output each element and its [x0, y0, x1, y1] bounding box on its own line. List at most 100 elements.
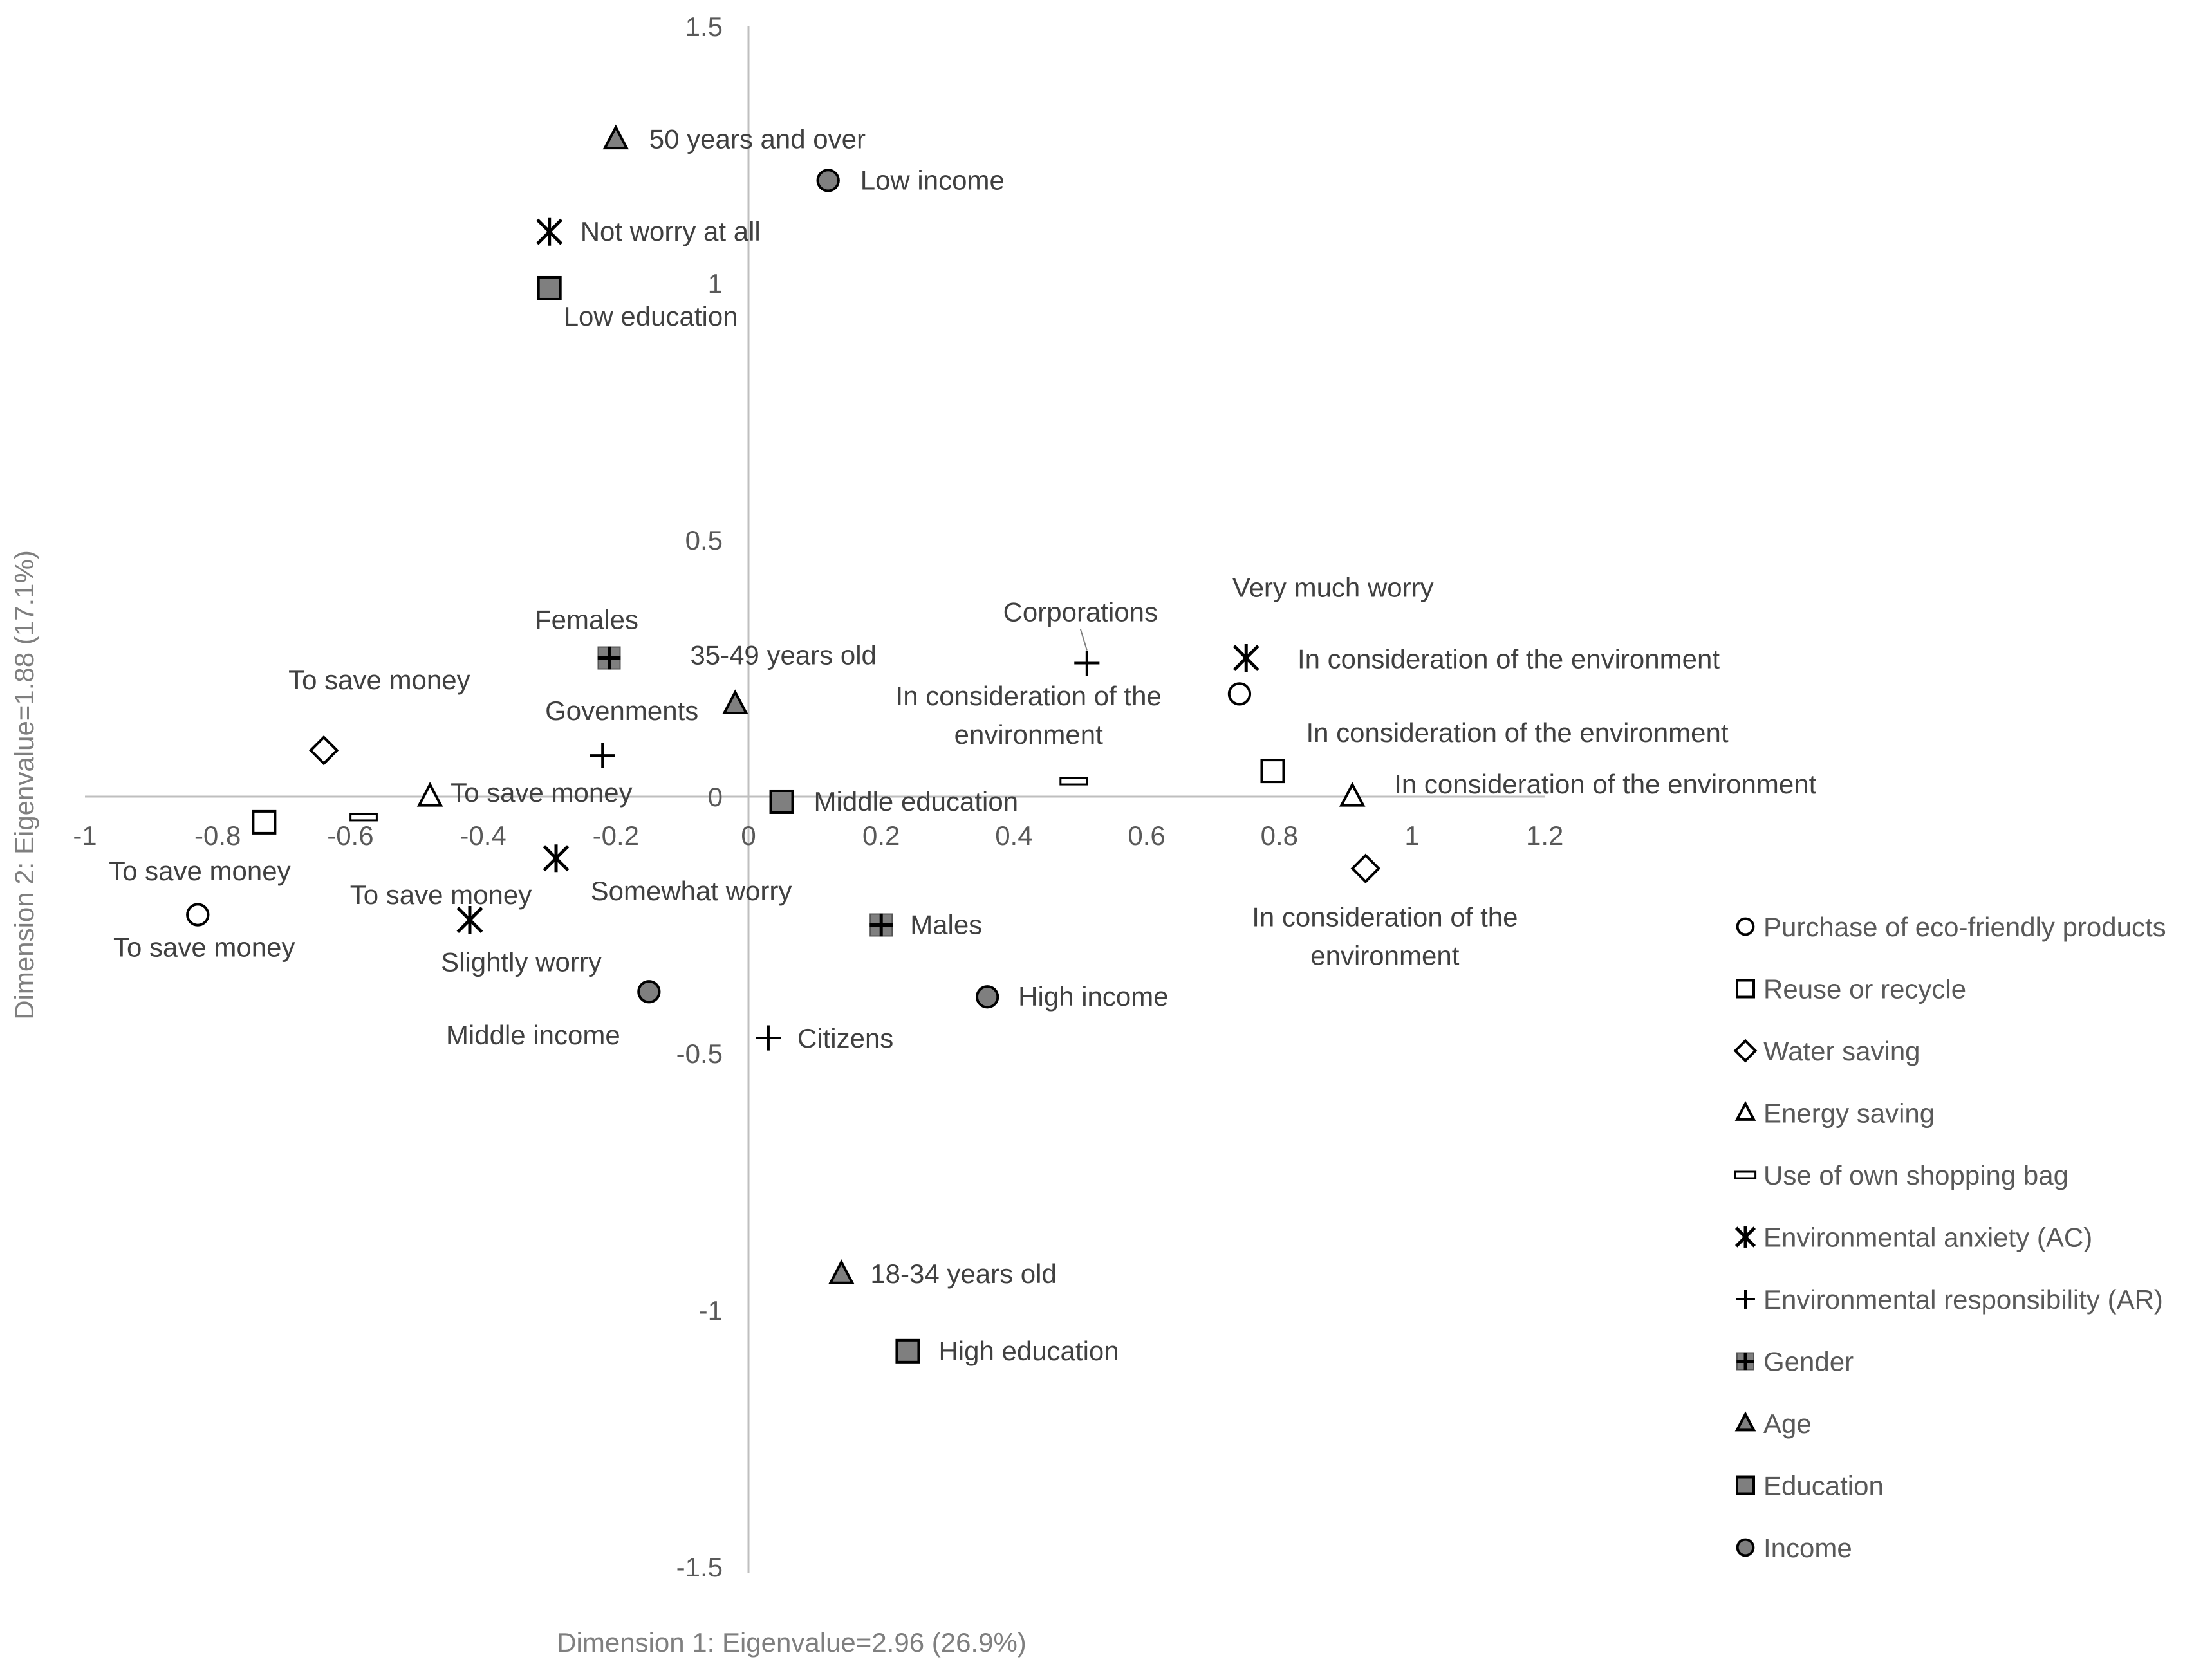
- legend-label-age: Age: [1763, 1409, 1812, 1439]
- age-point: [722, 689, 748, 714]
- point-label: In consideration of the environment: [1306, 717, 1728, 748]
- point-label: High income: [1018, 981, 1168, 1012]
- x-tick-label: 0.8: [1261, 820, 1298, 851]
- environmental-anxiety-ac-point: [536, 217, 563, 246]
- point-label: environment: [954, 719, 1103, 750]
- point-label: In consideration of the: [896, 681, 1162, 711]
- point-label: To save money: [113, 932, 295, 963]
- point-label: In consideration of the environment: [1394, 769, 1816, 799]
- y-tick-label: -1.5: [676, 1552, 723, 1582]
- gender-point: [597, 646, 621, 670]
- point-label: Middle education: [814, 786, 1019, 817]
- x-tick-label: -1: [73, 820, 97, 851]
- x-tick-label: -0.4: [460, 820, 506, 851]
- y-tick-label: -1: [699, 1295, 723, 1326]
- purchase-of-eco-friendly-products-point: [1227, 682, 1252, 706]
- income-point: [637, 980, 661, 1004]
- energy-saving-point: [416, 782, 443, 807]
- legend-marker-income: [1736, 1538, 1755, 1557]
- legend-label-environmental-responsibility-ar: Environmental responsibility (AR): [1763, 1284, 2163, 1315]
- water-saving-point: [308, 735, 339, 766]
- legend-marker-use-of-own-shopping-bag: [1734, 1170, 1757, 1179]
- y-tick-label: -0.5: [676, 1039, 723, 1069]
- environmental-anxiety-ac-point: [543, 844, 570, 873]
- point-label: Low education: [564, 301, 738, 331]
- legend-marker-environmental-anxiety-ac: [1734, 1226, 1756, 1248]
- y-axis-label: Dimension 2: Eigenvalue=1.88 (17.1%): [9, 550, 39, 1020]
- x-tick-label: -0.6: [327, 820, 373, 851]
- legend-label-income: Income: [1763, 1533, 1852, 1563]
- point-label: To save money: [288, 665, 470, 695]
- environmental-anxiety-ac-point: [1232, 644, 1259, 672]
- point-label: Govenments: [545, 696, 698, 726]
- use-of-own-shopping-bag-point: [1059, 777, 1088, 786]
- legend-label-reuse-or-recycle: Reuse or recycle: [1763, 974, 1966, 1004]
- point-label: In consideration of the environment: [1297, 643, 1720, 674]
- y-tick-label: 0: [708, 782, 723, 812]
- legend-label-energy-saving: Energy saving: [1763, 1098, 1935, 1129]
- legend-marker-energy-saving: [1734, 1100, 1756, 1121]
- point-label: Not worry at all: [581, 216, 761, 246]
- purchase-of-eco-friendly-products-point: [186, 903, 210, 927]
- water-saving-point: [1350, 853, 1381, 883]
- point-label: Low income: [860, 165, 1005, 195]
- legend-marker-environmental-responsibility-ar: [1736, 1290, 1755, 1309]
- x-axis-label: Dimension 1: Eigenvalue=2.96 (26.9%): [557, 1627, 1027, 1658]
- point-label: 18-34 years old: [870, 1259, 1057, 1289]
- point-label: To save money: [451, 777, 632, 808]
- point-label: Citizens: [797, 1023, 893, 1053]
- point-label: Somewhat worry: [591, 876, 792, 906]
- legend-label-water-saving: Water saving: [1763, 1036, 1920, 1066]
- point-label: Slightly worry: [441, 947, 602, 977]
- reuse-or-recycle-point: [1260, 759, 1285, 784]
- point-label: To save money: [350, 880, 532, 910]
- legend-marker-reuse-or-recycle: [1736, 979, 1755, 999]
- y-tick-label: 0.5: [685, 525, 723, 555]
- education-point: [769, 789, 794, 814]
- environmental-responsibility-ar-point: [1074, 650, 1100, 676]
- reuse-or-recycle-point: [252, 809, 277, 835]
- x-tick-label: 0.2: [862, 820, 900, 851]
- x-tick-label: 0.4: [995, 820, 1032, 851]
- legend-marker-water-saving: [1733, 1039, 1758, 1063]
- income-point: [976, 985, 999, 1009]
- x-tick-label: 0.6: [1128, 820, 1165, 851]
- legend-marker-age: [1734, 1411, 1756, 1432]
- y-tick-label: 1: [708, 268, 723, 299]
- x-tick-label: -0.8: [194, 820, 241, 851]
- x-tick-label: -0.2: [593, 820, 639, 851]
- point-label: environment: [1310, 941, 1459, 971]
- legend-marker-gender: [1736, 1352, 1754, 1371]
- y-tick-label: 1.5: [685, 12, 723, 42]
- point-label: Middle income: [446, 1020, 620, 1050]
- energy-saving-point: [1339, 782, 1366, 807]
- point-label: In consideration of the: [1252, 902, 1518, 932]
- legend-label-purchase-of-eco-friendly-products: Purchase of eco-friendly products: [1763, 912, 2166, 942]
- income-point: [816, 169, 840, 192]
- x-tick-label: 1.2: [1526, 820, 1563, 851]
- legend-label-gender: Gender: [1763, 1347, 1854, 1377]
- age-point: [828, 1259, 855, 1284]
- x-tick-label: 1: [1404, 820, 1419, 851]
- point-label: Corporations: [1003, 597, 1158, 627]
- use-of-own-shopping-bag-point: [349, 813, 378, 822]
- legend-marker-purchase-of-eco-friendly-products: [1736, 917, 1755, 936]
- point-label: Males: [910, 910, 982, 940]
- environmental-anxiety-ac-point: [456, 906, 483, 934]
- environmental-responsibility-ar-point: [756, 1025, 781, 1051]
- legend-label-environmental-anxiety-ac: Environmental anxiety (AC): [1763, 1223, 2092, 1253]
- legend-label-use-of-own-shopping-bag: Use of own shopping bag: [1763, 1160, 2068, 1190]
- label-leader-line: [1079, 629, 1088, 651]
- environmental-responsibility-ar-point: [590, 743, 615, 768]
- point-label: High education: [938, 1336, 1119, 1366]
- x-tick-label: 0: [741, 820, 756, 851]
- point-label: 35-49 years old: [690, 640, 877, 670]
- legend-marker-education: [1736, 1475, 1755, 1495]
- point-label: Very much worry: [1232, 573, 1434, 603]
- age-point: [602, 124, 629, 150]
- education-point: [895, 1338, 920, 1364]
- point-label: 50 years and over: [649, 124, 866, 154]
- point-label: Females: [535, 605, 638, 635]
